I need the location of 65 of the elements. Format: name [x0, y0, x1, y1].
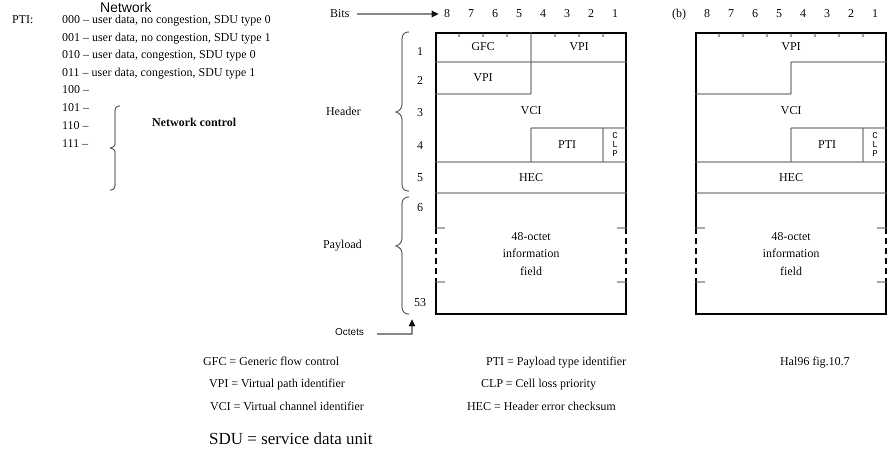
bit-number: 8 — [704, 7, 710, 21]
pti-field-label: PTI — [818, 136, 836, 154]
payload-field-label: 48-octet information field — [502, 228, 560, 280]
arrow — [376, 319, 416, 334]
octet-number: 6 — [417, 201, 423, 215]
cell-format-frame — [435, 32, 627, 315]
axis-label: Bits — [330, 7, 350, 21]
hec-field-label: HEC — [779, 168, 803, 186]
text-label: 011 – user data, congestion, SDU type 1 — [62, 66, 256, 80]
bit-number: 6 — [752, 7, 758, 21]
text-label: HEC = Header error checksum — [467, 400, 616, 414]
bit-number: 7 — [728, 7, 734, 21]
text-label: VCI = Virtual channel identifier — [210, 400, 364, 414]
text-label: 000 – user data, no congestion, SDU type 0 — [62, 13, 271, 27]
text-label: (b) — [672, 7, 686, 21]
octet-number: 53 — [414, 296, 426, 310]
text-label: PTI = Payload type identifier — [486, 355, 626, 369]
axis-label: Octets — [335, 327, 364, 338]
text-label: PTI: — [12, 13, 34, 27]
text-label: 101 – — [62, 101, 89, 115]
text-label: 001 – user data, no congestion, SDU type 1 — [62, 30, 271, 44]
arrow — [356, 10, 439, 18]
octet-number: 5 — [417, 171, 423, 185]
text-label: 110 – — [62, 119, 89, 133]
text-label: GFC = Generic flow control — [203, 355, 340, 369]
bit-number: 5 — [516, 7, 522, 21]
octet-number: 2 — [417, 74, 423, 88]
bit-number: 7 — [468, 7, 474, 21]
bit-number: 2 — [588, 7, 594, 21]
bit-number: 4 — [540, 7, 546, 21]
text-label: 100 – — [62, 83, 89, 97]
vpi-field-label: VPI — [569, 38, 589, 56]
text-label: CLP = Cell loss priority — [481, 377, 596, 391]
source-note: Hal96 fig.10.7 — [780, 355, 850, 369]
text-label: Header — [326, 105, 361, 119]
payload-field-label: 48-octet information field — [762, 228, 820, 280]
text-label: 010 – user data, congestion, SDU type 0 — [62, 48, 256, 62]
hec-field-label: HEC — [519, 168, 543, 186]
heading-fragment: Network — [100, 0, 152, 15]
vci-field-label: VCI — [780, 102, 802, 120]
cell-format-frame — [695, 32, 887, 315]
octet-number: 1 — [417, 45, 423, 59]
bit-number: 4 — [800, 7, 806, 21]
text-label: Payload — [323, 238, 362, 252]
bit-number: 1 — [872, 7, 878, 21]
bit-number: 2 — [848, 7, 854, 21]
gfc-field-label: GFC — [471, 38, 495, 56]
bit-number: 6 — [492, 7, 498, 21]
text-label: SDU = service data unit — [209, 429, 372, 449]
text-label: Network control — [152, 116, 236, 130]
text-label: 111 – — [62, 137, 88, 151]
clp-field-label: CLP — [872, 132, 878, 158]
bit-number: 3 — [564, 7, 570, 21]
bit-number: 5 — [776, 7, 782, 21]
text-label: VPI = Virtual path identifier — [209, 377, 345, 391]
bit-number: 1 — [612, 7, 618, 21]
pti-field-label: PTI — [558, 136, 576, 154]
bit-number: 8 — [444, 7, 450, 21]
octet-number: 3 — [417, 106, 423, 120]
vci-field-label: VCI — [520, 102, 542, 120]
vpi-field-label: VPI — [781, 38, 801, 56]
bit-number: 3 — [824, 7, 830, 21]
vpi-field-label: VPI — [473, 69, 493, 86]
clp-field-label: CLP — [612, 132, 618, 158]
octet-number: 4 — [417, 139, 423, 153]
